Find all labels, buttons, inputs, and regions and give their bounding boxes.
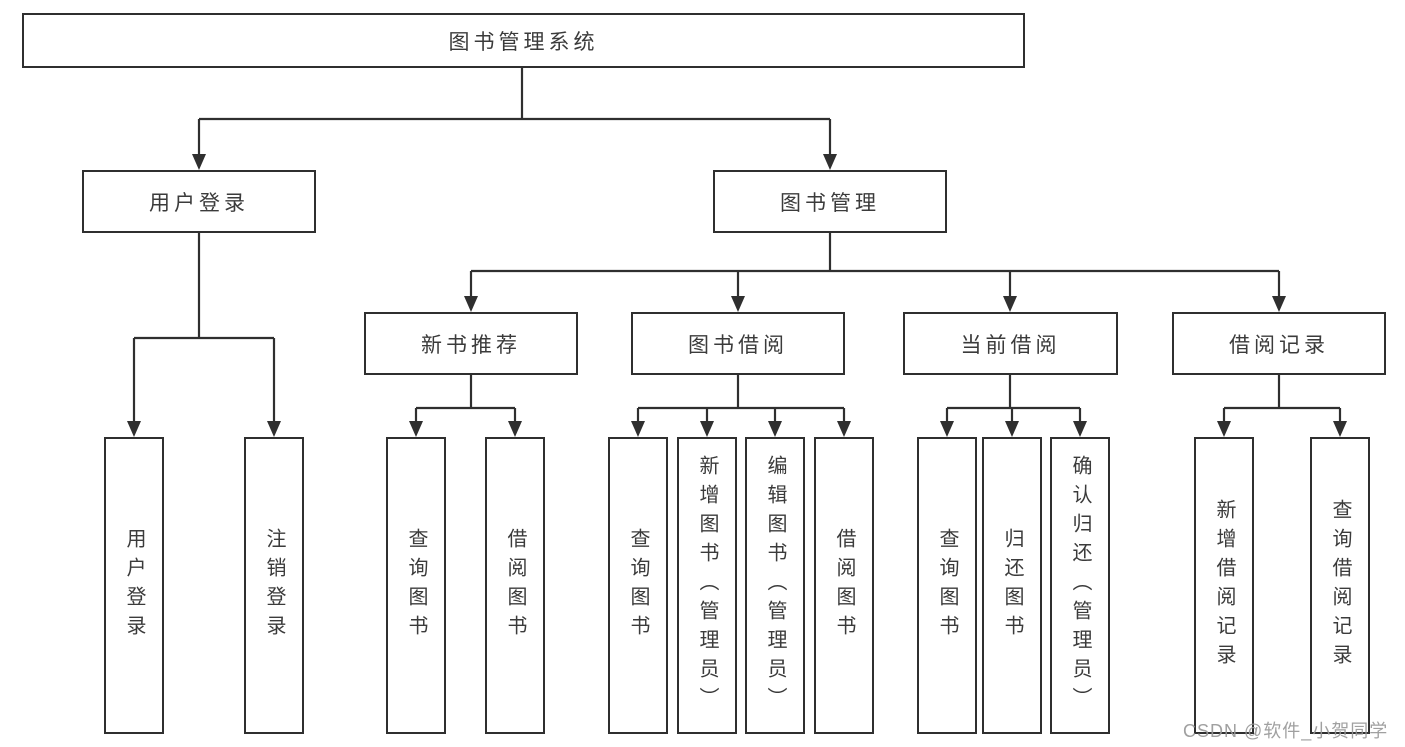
node-current-borrowing: 当前借阅 (903, 312, 1118, 375)
node-label: 新书推荐 (421, 333, 521, 357)
node-leaf-query-book-recommend: 查询图书 (386, 437, 446, 734)
node-label: 借阅图书 (833, 527, 855, 644)
node-label: 用户登录 (123, 527, 145, 644)
node-new-book-recommend: 新书推荐 (364, 312, 578, 375)
node-leaf-return-book: 归还图书 (982, 437, 1042, 734)
node-leaf-borrow-book-recommend: 借阅图书 (485, 437, 545, 734)
node-leaf-add-book-admin: 新增图书（管理员） (677, 437, 737, 734)
node-leaf-edit-book-admin: 编辑图书（管理员） (745, 437, 805, 734)
node-leaf-confirm-return-admin: 确认归还（管理员） (1050, 437, 1110, 734)
node-leaf-query-book-current: 查询图书 (917, 437, 977, 734)
node-label: 新增借阅记录 (1213, 498, 1235, 673)
node-label: 查询图书 (405, 527, 427, 644)
node-label: 查询借阅记录 (1329, 498, 1351, 673)
node-label: 注销登录 (263, 527, 285, 644)
node-user-login: 用户登录 (82, 170, 316, 233)
node-leaf-query-book-borrowing: 查询图书 (608, 437, 668, 734)
node-leaf-user-login: 用户登录 (104, 437, 164, 734)
node-label: 当前借阅 (960, 333, 1061, 357)
node-label: 查询图书 (627, 527, 649, 644)
node-book-management: 图书管理 (713, 170, 947, 233)
node-borrow-records: 借阅记录 (1172, 312, 1386, 375)
node-leaf-logout: 注销登录 (244, 437, 304, 734)
node-label: 图书管理系统 (448, 30, 599, 54)
node-label: 查询图书 (936, 527, 958, 644)
node-label: 新增图书（管理员） (696, 455, 718, 716)
csdn-watermark: CSDN @软件_小贺同学 (1183, 721, 1389, 741)
arrowheads (127, 154, 1347, 437)
node-leaf-add-borrow-record: 新增借阅记录 (1194, 437, 1254, 734)
node-label: 用户登录 (149, 191, 249, 215)
node-leaf-borrow-book: 借阅图书 (814, 437, 874, 734)
node-label: 图书借阅 (688, 333, 788, 357)
node-book-borrowing: 图书借阅 (631, 312, 845, 375)
node-label: 编辑图书（管理员） (764, 455, 786, 716)
node-label: 图书管理 (780, 191, 880, 215)
node-leaf-query-borrow-record: 查询借阅记录 (1310, 437, 1370, 734)
node-label: 借阅记录 (1229, 333, 1329, 357)
node-label: 借阅图书 (504, 527, 526, 644)
node-label: 归还图书 (1001, 527, 1023, 644)
node-label: 确认归还（管理员） (1069, 455, 1091, 716)
node-library-system: 图书管理系统 (22, 13, 1025, 68)
